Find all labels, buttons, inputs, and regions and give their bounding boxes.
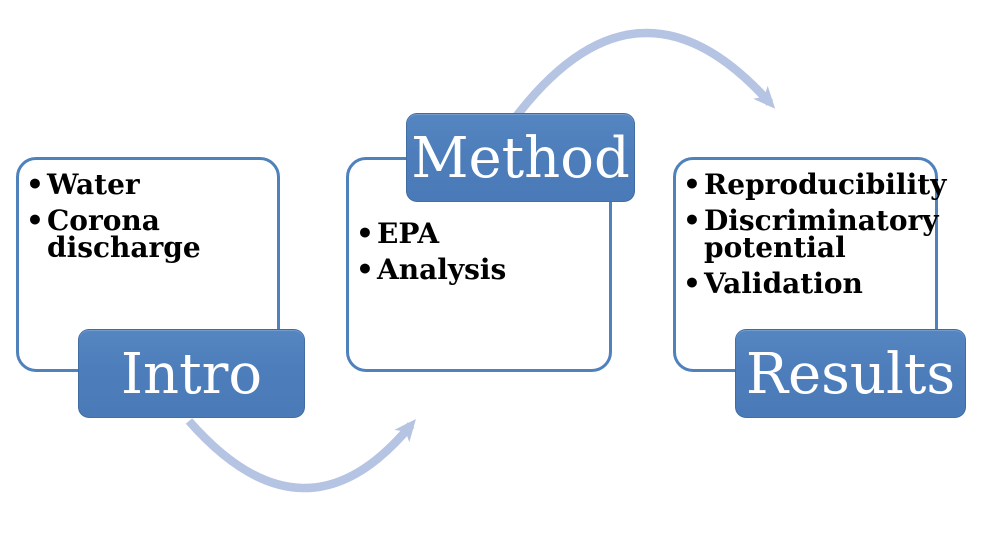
intro-bullet-list: Water Corona discharge: [19, 160, 277, 262]
bullet-item: Water: [25, 171, 275, 199]
results-label: Results: [735, 329, 966, 418]
method-bullet-list: EPA Analysis: [349, 160, 609, 284]
intro-panel: Water Corona discharge: [16, 157, 280, 372]
bullet-item: Analysis: [355, 256, 607, 284]
bullet-item: Corona discharge: [25, 207, 275, 262]
curved-arrow-method-to-results-icon: [508, 28, 776, 125]
method-label: Method: [406, 113, 635, 202]
bullet-item: Validation: [682, 270, 933, 298]
bullet-item: EPA: [355, 220, 607, 248]
curved-arrow-intro-to-method-icon: [185, 418, 416, 493]
results-panel: Reproducibility Discriminatory potential…: [673, 157, 946, 372]
bullet-item: Discriminatory potential: [682, 207, 939, 262]
results-bullet-list: Reproducibility Discriminatory potential…: [676, 160, 946, 298]
bullet-item: Reproducibility: [682, 171, 946, 199]
intro-label: Intro: [78, 329, 305, 418]
